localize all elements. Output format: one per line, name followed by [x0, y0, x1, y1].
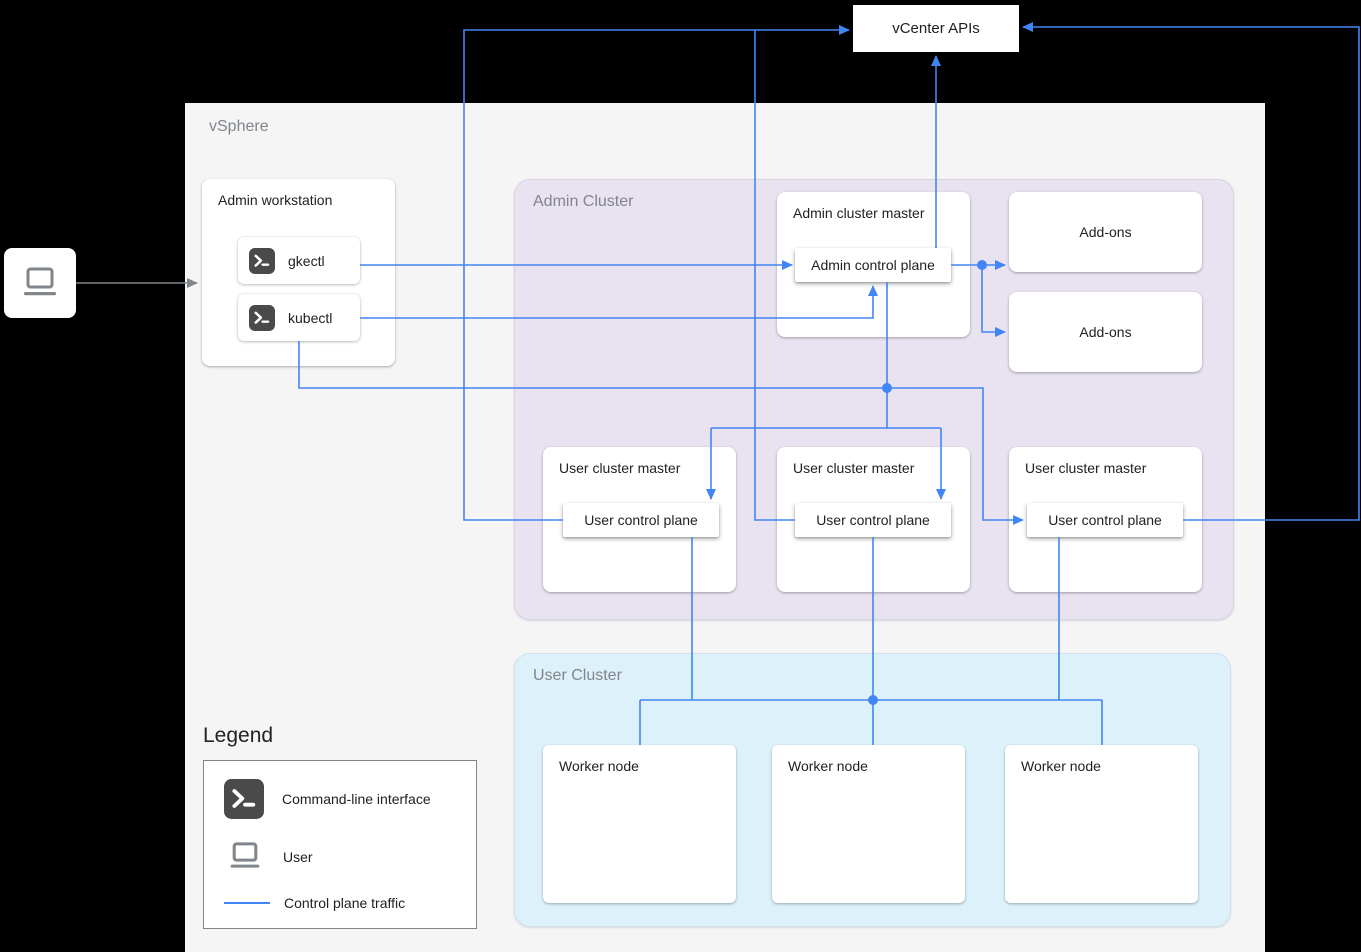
- control-plane-traffic-line-swatch: [224, 902, 270, 904]
- legend-label-cli: Command-line interface: [282, 791, 431, 807]
- worker-node-label: Worker node: [559, 758, 639, 774]
- addons-label: Add-ons: [1079, 324, 1132, 340]
- gkectl-box: gkectl: [238, 237, 360, 284]
- admin-workstation-title: Admin workstation: [218, 192, 333, 208]
- worker-node-label: Worker node: [788, 758, 868, 774]
- worker-node-box-1: Worker node: [543, 745, 736, 903]
- admin-cluster-master-title: Admin cluster master: [793, 205, 925, 221]
- legend-label-user: User: [283, 848, 313, 865]
- legend-item-user: User: [224, 841, 313, 872]
- user-control-plane-box-2: User control plane: [795, 503, 951, 537]
- user-cluster-label: User Cluster: [533, 667, 622, 684]
- admin-workstation-box: Admin workstation gkectl kubectl: [202, 179, 395, 366]
- user-box: [4, 248, 76, 318]
- legend-box: Command-line interface User Control plan…: [203, 760, 477, 929]
- worker-node-box-3: Worker node: [1005, 745, 1198, 903]
- addons-box: Add-ons: [1009, 292, 1202, 372]
- addons-label: Add-ons: [1079, 224, 1132, 240]
- terminal-icon: [249, 247, 275, 274]
- user-cluster-master-title: User cluster master: [1025, 460, 1147, 476]
- user-control-plane-box-1: User control plane: [563, 503, 719, 537]
- legend-item-cli: Command-line interface: [224, 779, 431, 819]
- vsphere-label: vSphere: [209, 118, 269, 135]
- user-control-plane-label: User control plane: [816, 512, 930, 528]
- kubectl-label: kubectl: [288, 309, 333, 326]
- terminal-icon: [224, 779, 264, 819]
- laptop-icon: [24, 267, 56, 296]
- legend-item-traffic: Control plane traffic: [224, 895, 405, 911]
- admin-cluster-label: Admin Cluster: [533, 193, 634, 210]
- worker-node-label: Worker node: [1021, 758, 1101, 774]
- user-cluster-master-title: User cluster master: [793, 460, 915, 476]
- addons-box: Add-ons: [1009, 192, 1202, 272]
- terminal-icon: [249, 304, 275, 331]
- admin-control-plane-box: Admin control plane: [795, 248, 951, 282]
- worker-node-box-2: Worker node: [772, 745, 965, 903]
- kubectl-box: kubectl: [238, 294, 360, 341]
- user-cluster-master-title: User cluster master: [559, 460, 681, 476]
- user-control-plane-label: User control plane: [1048, 512, 1162, 528]
- laptop-icon: [230, 842, 260, 868]
- legend-label-traffic: Control plane traffic: [284, 895, 406, 911]
- vcenter-apis-box: vCenter APIs: [853, 5, 1019, 52]
- user-control-plane-label: User control plane: [584, 512, 698, 528]
- vcenter-apis-label: vCenter APIs: [892, 20, 980, 37]
- admin-control-plane-label: Admin control plane: [811, 257, 935, 273]
- user-control-plane-box-3: User control plane: [1027, 503, 1183, 537]
- gkectl-label: gkectl: [288, 252, 325, 269]
- legend-title: Legend: [203, 724, 274, 747]
